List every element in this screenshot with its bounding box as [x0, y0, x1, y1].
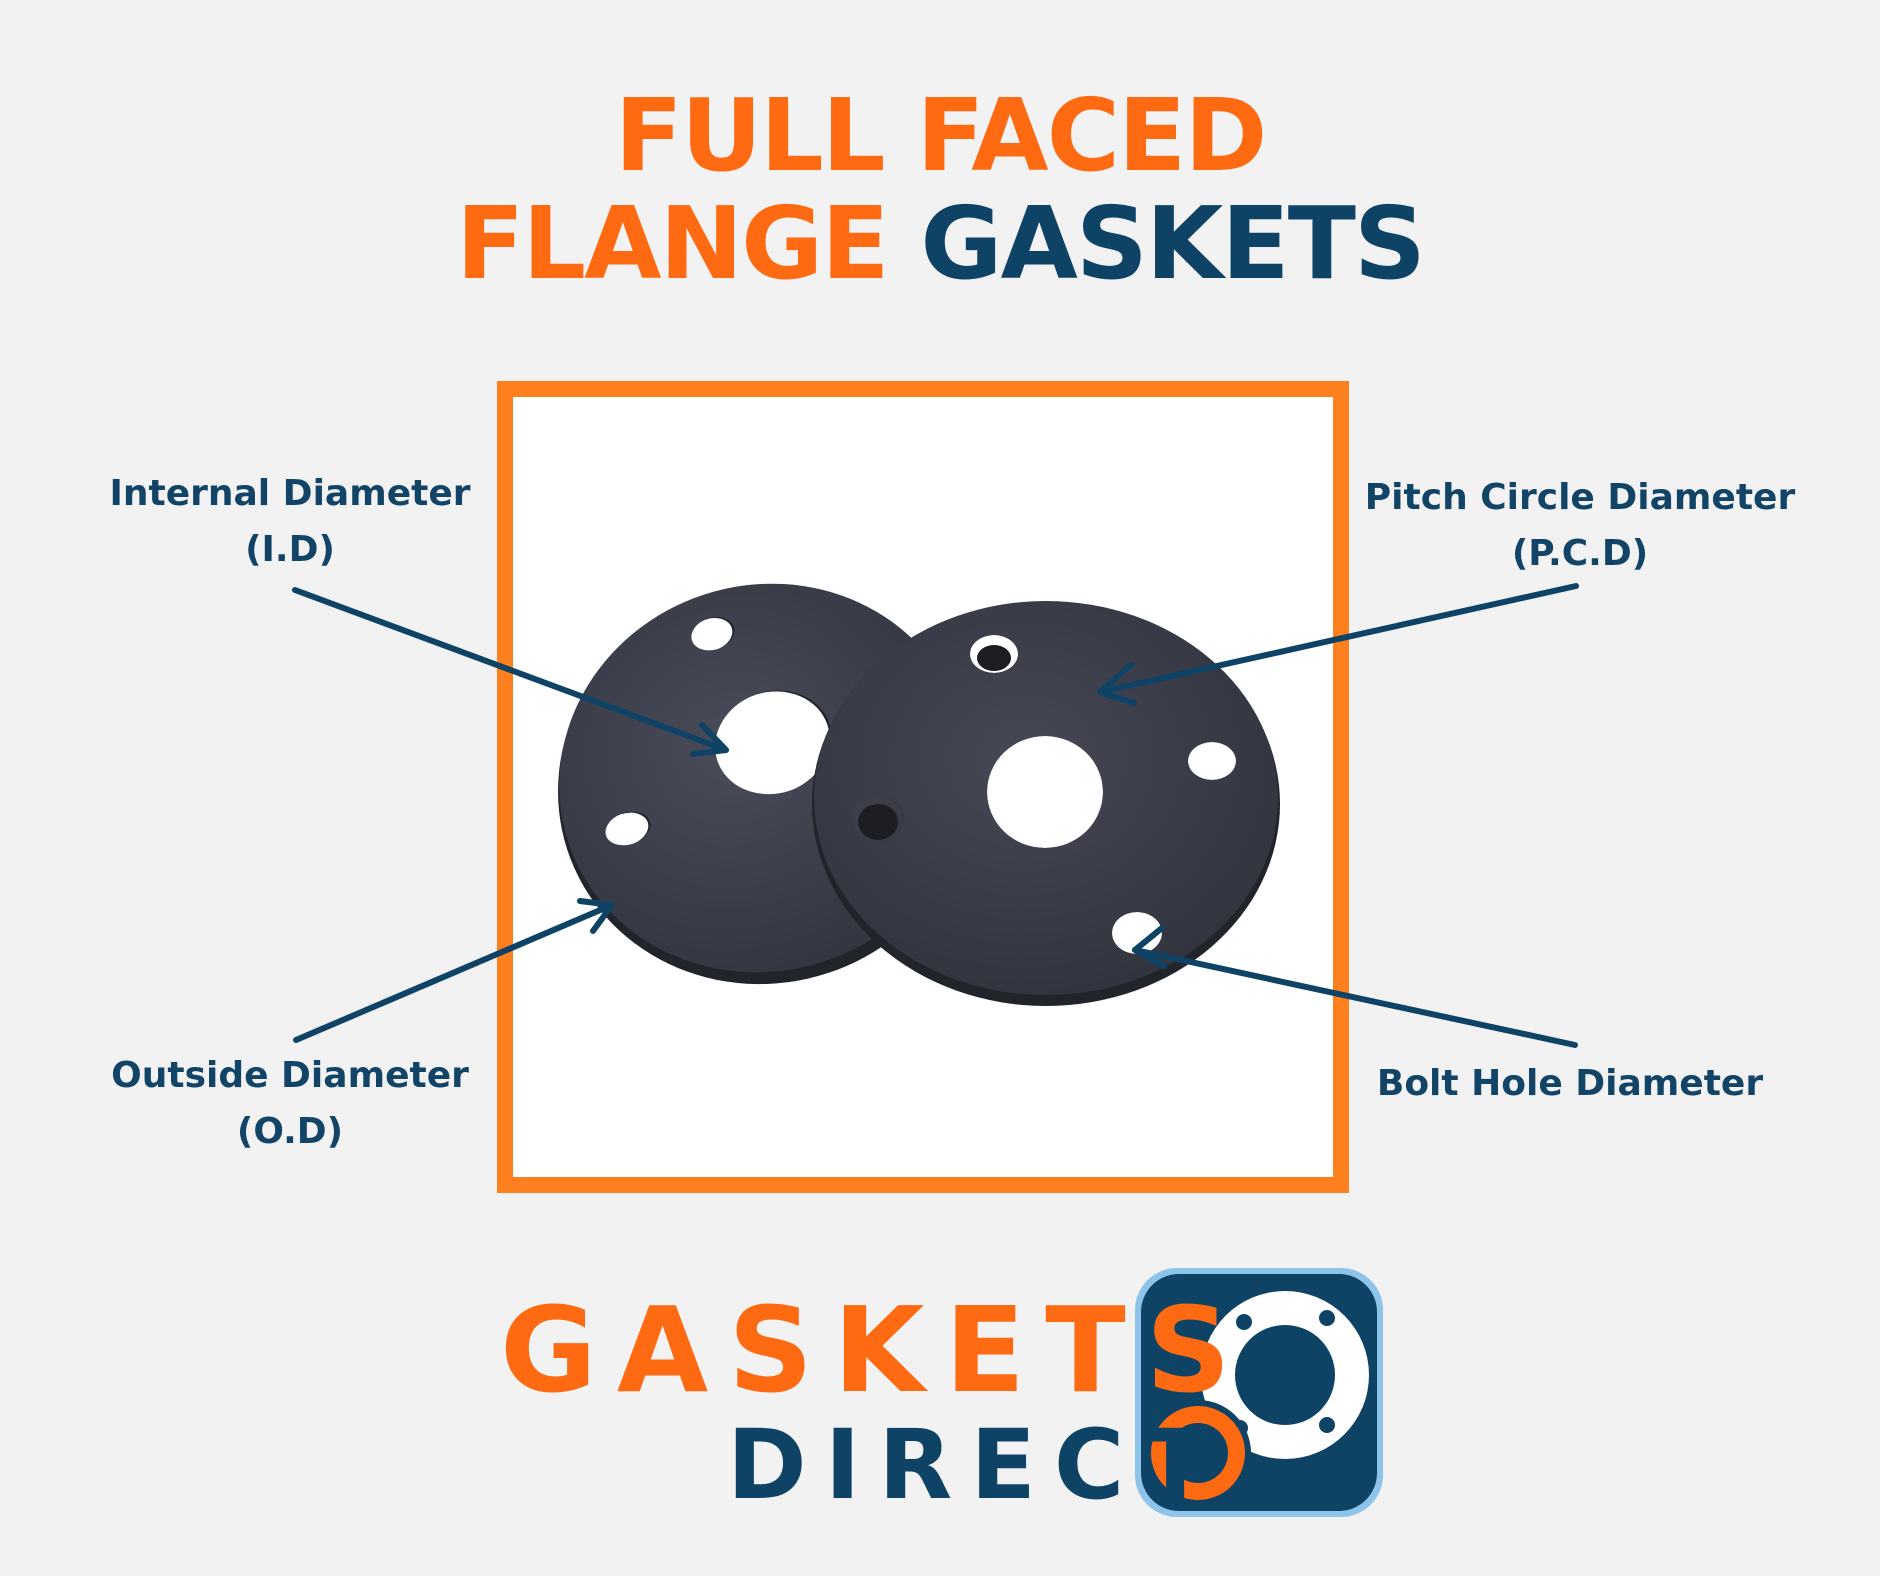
page-title: FULL FACED FLANGE GASKETS	[0, 82, 1880, 298]
callout-outside-diameter: Outside Diameter (O.D)	[98, 1048, 482, 1160]
callout-outside-diameter-label: Outside Diameter	[111, 1055, 469, 1096]
callout-pitch-circle-diameter-label: Pitch Circle Diameter	[1364, 477, 1796, 518]
callout-internal-diameter-label: Internal Diameter	[109, 473, 471, 514]
callout-outside-diameter-abbr: (O.D)	[236, 1111, 344, 1152]
title-line-2: FLANGE GASKETS	[0, 190, 1880, 298]
arrow-pitch-circle-diameter	[1097, 583, 1579, 706]
title-word-gaskets: GASKETS	[920, 185, 1426, 302]
callout-bolt-hole-diameter-label: Bolt Hole Diameter	[1376, 1063, 1764, 1104]
logo-word-direct: DIRECT	[727, 1409, 1226, 1521]
callout-pitch-circle-diameter-abbr: (P.C.D)	[1511, 533, 1649, 574]
title-word-flange: FLANGE	[456, 185, 890, 302]
callout-internal-diameter-abbr: (I.D)	[245, 529, 335, 570]
callout-internal-diameter: Internal Diameter (I.D)	[98, 466, 482, 578]
gaskets-direct-logo-badge	[1135, 1268, 1383, 1517]
callout-bolt-hole-diameter: Bolt Hole Diameter	[1370, 1056, 1770, 1112]
arrow-outside-diameter	[293, 898, 615, 1043]
flange-icon	[1201, 1291, 1369, 1459]
title-line-1: FULL FACED	[614, 77, 1268, 194]
right-gasket	[812, 601, 1280, 1006]
arrow-internal-diameter	[292, 587, 729, 757]
arrow-bolt-hole-diameter	[1132, 925, 1578, 1048]
o-ring-icon	[1145, 1400, 1251, 1506]
logo-word-gaskets: GASKETS	[500, 1281, 1251, 1419]
callout-pitch-circle-diameter: Pitch Circle Diameter (P.C.D)	[1360, 470, 1800, 582]
